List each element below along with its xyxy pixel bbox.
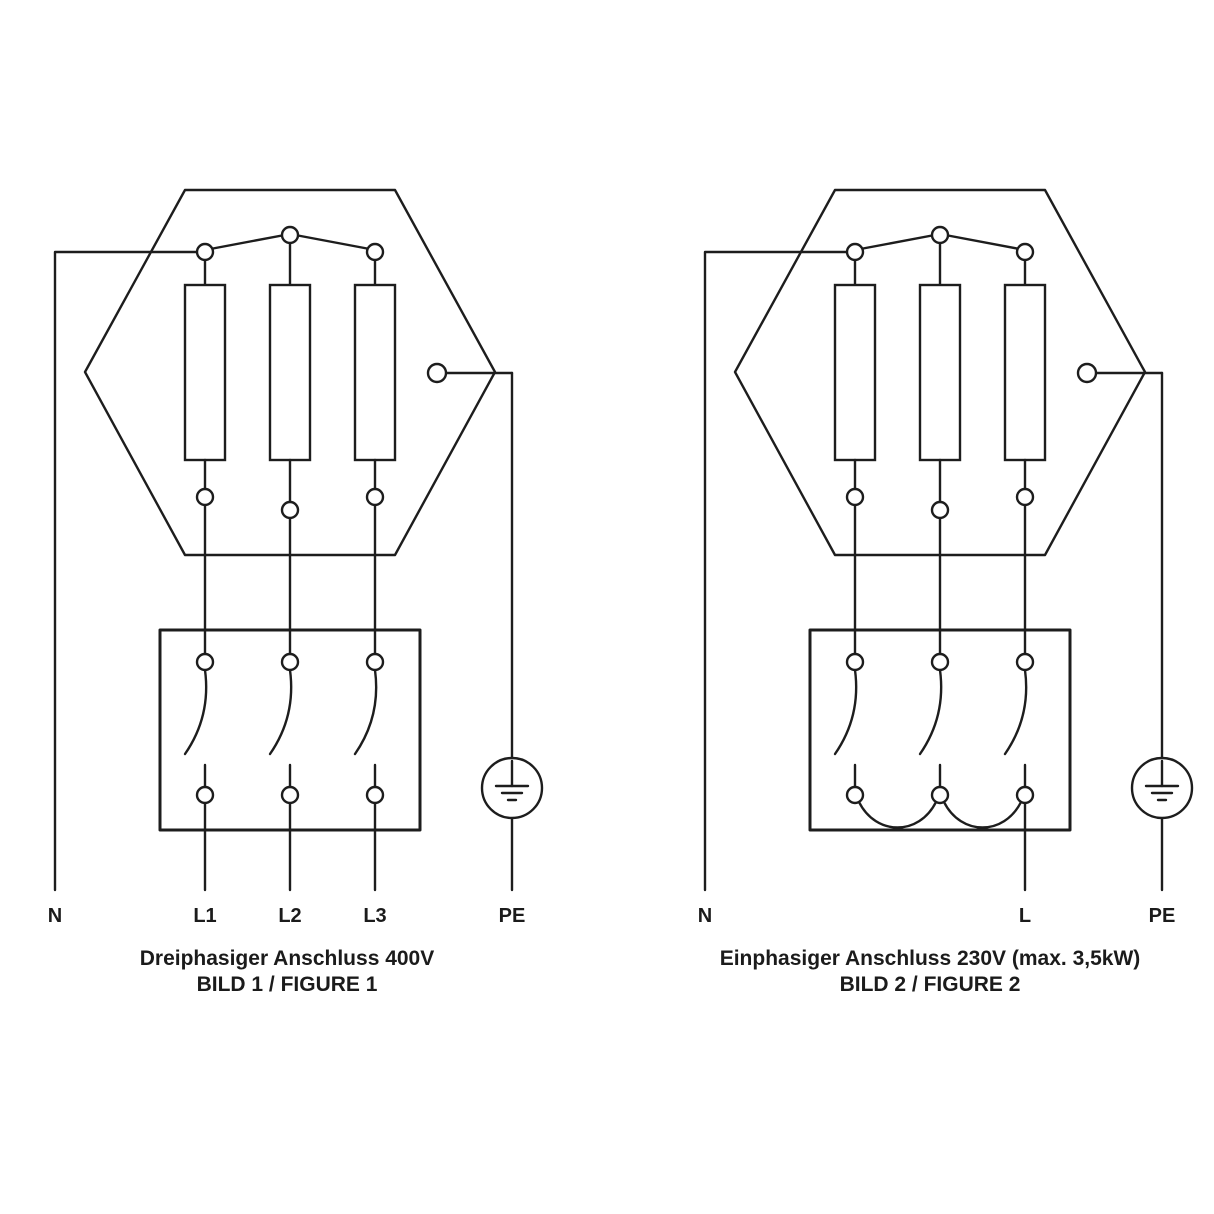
contactor-switch-box (808, 628, 1072, 832)
terminal-housing-hexagon (83, 188, 497, 557)
switch-blade-3 (1003, 668, 1028, 756)
neutral-wire (53, 250, 199, 892)
figure1-terminal-labels: N L1 L2 L3 PE (48, 905, 526, 927)
heating-element-1 (833, 283, 877, 462)
switch-blade-3 (353, 668, 378, 756)
bridge-jumper-right (942, 800, 1023, 829)
bottom-terminal-3 (365, 487, 385, 507)
bottom-terminal-1 (845, 487, 865, 507)
heating-elements (833, 225, 1098, 520)
star-bridge (203, 232, 377, 252)
figure-1-three-phase: N L1 L2 L3 PE Dreiphasiger Anschluss 400… (48, 188, 544, 996)
switch-top-contact-1 (195, 652, 215, 672)
contactor-switch-box (158, 628, 422, 832)
top-terminal-1 (845, 242, 865, 262)
bottom-terminal-2 (930, 500, 950, 520)
terminal-housing-hexagon (733, 188, 1147, 557)
top-terminal-2 (280, 225, 300, 245)
switch-top-contact-3 (1015, 652, 1035, 672)
switch-blade-1 (833, 668, 858, 756)
label-l1: L1 (193, 905, 216, 927)
pe-terminal (1076, 362, 1098, 384)
pe-earth-icon (1130, 756, 1194, 820)
figure2-terminal-labels: N L PE (698, 905, 1176, 927)
switch-box-outline (158, 628, 422, 832)
label-l3: L3 (363, 905, 386, 927)
neutral-wire (703, 250, 849, 892)
switch-blade-2 (918, 668, 943, 756)
figure1-caption-line1: Dreiphasiger Anschluss 400V (140, 947, 435, 970)
top-terminal-3 (1015, 242, 1035, 262)
switch-bottom-contact-3 (365, 785, 385, 805)
label-l2: L2 (278, 905, 301, 927)
figure1-caption: Dreiphasiger Anschluss 400V BILD 1 / FIG… (140, 947, 435, 996)
star-bridge (853, 232, 1027, 252)
switch-bottom-contact-2 (930, 785, 950, 805)
figure2-caption: Einphasiger Anschluss 230V (max. 3,5kW) … (720, 947, 1141, 996)
bridge-link-right (288, 232, 377, 252)
bottom-terminal-1 (195, 487, 215, 507)
pe-terminal (426, 362, 448, 384)
switch-blade-2 (268, 668, 293, 756)
switch-top-contact-3 (365, 652, 385, 672)
earth-circle (1130, 756, 1194, 820)
switch-box-outline (808, 628, 1072, 832)
figure2-caption-line2: BILD 2 / FIGURE 2 (840, 973, 1021, 996)
top-terminal-3 (365, 242, 385, 262)
pe-earth-icon (480, 756, 544, 820)
label-n: N (48, 905, 62, 927)
switch-blade-1 (183, 668, 208, 756)
switch-top-contact-1 (845, 652, 865, 672)
switch-top-contact-2 (280, 652, 300, 672)
bridge-link-left (853, 232, 942, 252)
heating-element-3 (353, 283, 397, 462)
heating-elements (183, 225, 448, 520)
label-n: N (698, 905, 712, 927)
switch-bottom-contact-1 (195, 785, 215, 805)
switch-bottom-contact-1 (845, 785, 865, 805)
bridge-jumper-left (857, 800, 938, 829)
figure-2-single-phase: N L PE Einphasiger Anschluss 230V (max. … (698, 188, 1194, 996)
heating-element-1 (183, 283, 227, 462)
figure1-caption-line2: BILD 1 / FIGURE 1 (197, 973, 378, 996)
top-terminal-1 (195, 242, 215, 262)
label-pe: PE (499, 905, 526, 927)
earth-circle (480, 756, 544, 820)
heating-element-2 (268, 283, 312, 462)
label-l: L (1019, 905, 1031, 927)
bottom-terminal-2 (280, 500, 300, 520)
bottom-terminal-3 (1015, 487, 1035, 507)
switch-bottom-contact-2 (280, 785, 300, 805)
switch-top-contact-2 (930, 652, 950, 672)
heating-element-3 (1003, 283, 1047, 462)
figure2-caption-line1: Einphasiger Anschluss 230V (max. 3,5kW) (720, 947, 1141, 970)
heating-element-2 (918, 283, 962, 462)
bridge-link-right (938, 232, 1027, 252)
switch-bottom-contact-3 (1015, 785, 1035, 805)
bridge-link-left (203, 232, 292, 252)
label-pe: PE (1149, 905, 1176, 927)
top-terminal-2 (930, 225, 950, 245)
